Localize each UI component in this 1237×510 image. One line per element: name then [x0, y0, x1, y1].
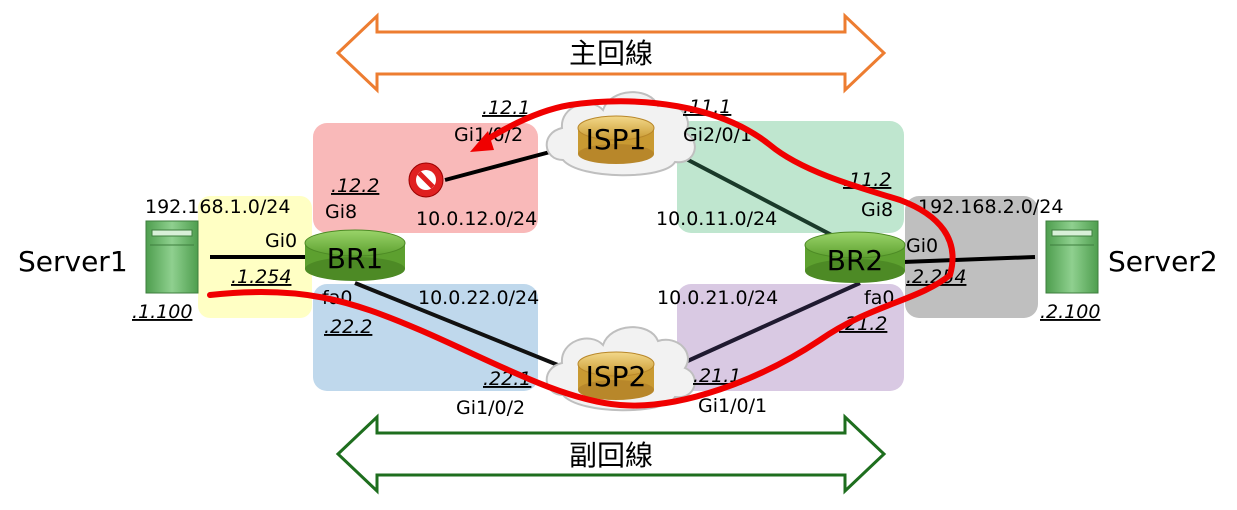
br2-router-icon	[804, 231, 906, 283]
network-n21: 10.0.21.0/24	[657, 287, 778, 309]
addr-isp2-br2: .21.1	[693, 365, 741, 387]
br1-label: BR1	[327, 242, 383, 275]
isp2-label: ISP2	[586, 360, 647, 393]
addr-br1-isp1: .12.2	[331, 175, 379, 197]
server2-name: Server2	[1108, 245, 1218, 278]
if-isp1-gi201: Gi2/0/1	[683, 124, 752, 146]
br1-router-icon	[304, 229, 406, 281]
traffic-arrowhead	[470, 131, 494, 152]
zone-purple	[677, 284, 904, 391]
isp1-label: ISP1	[586, 123, 647, 156]
if-br1-gi8: Gi8	[325, 201, 357, 223]
backup-line-label: 副回線	[569, 439, 653, 472]
if-br1-gi0: Gi0	[265, 230, 297, 252]
server2-server-icon	[1045, 220, 1099, 294]
isp1-router-icon	[577, 115, 655, 164]
if-isp2-gi101: Gi1/0/1	[698, 395, 767, 417]
network-n12: 10.0.12.0/24	[416, 208, 537, 230]
if-isp2-gi102: Gi1/0/2	[456, 397, 525, 419]
traffic-path	[207, 98, 956, 409]
primary-line-label: 主回線	[569, 37, 653, 70]
server1-address: .1.100	[132, 301, 192, 323]
br2-label: BR2	[827, 244, 883, 277]
network-lan1: 192.168.1.0/24	[145, 196, 290, 218]
backup-double-arrow-icon	[335, 413, 887, 495]
server1-server-icon	[145, 220, 199, 294]
isp2-router-icon	[577, 351, 655, 400]
if-br2-gi8: Gi8	[861, 199, 893, 221]
blocked-icon	[408, 162, 444, 198]
network-lan2: 192.168.2.0/24	[918, 196, 1063, 218]
link-br1-isp2	[354, 281, 591, 380]
addr-br1-isp2: .22.2	[324, 316, 372, 338]
server2-address: .2.100	[1040, 301, 1100, 323]
network-n11: 10.0.11.0/24	[656, 208, 777, 230]
link-br2-server2	[902, 255, 1036, 264]
addr-br1-lan: .1.254	[231, 266, 291, 288]
zone-green	[677, 121, 904, 233]
network-n22: 10.0.22.0/24	[418, 287, 539, 309]
server1-name: Server1	[18, 245, 128, 278]
primary-double-arrow-icon	[335, 12, 887, 94]
if-br2-gi0: Gi0	[906, 235, 938, 257]
addr-isp1-br1: .12.1	[482, 97, 530, 119]
